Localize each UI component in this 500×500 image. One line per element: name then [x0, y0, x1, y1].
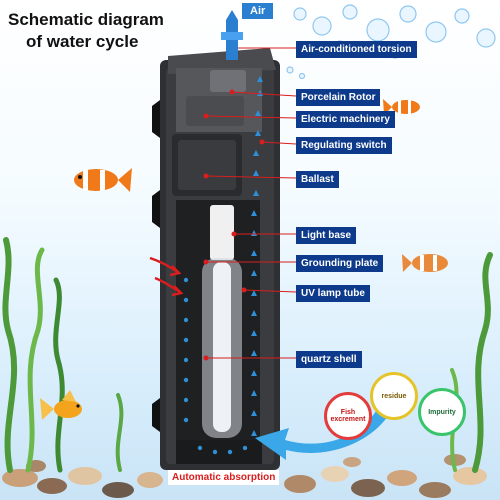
- automatic-absorption-label: Automatic absorption: [168, 470, 280, 485]
- ballast-label: Ballast: [296, 171, 339, 188]
- fish-excrement-circle: Fish excrement: [324, 392, 372, 440]
- uv-lamp-label: UV lamp tube: [296, 285, 370, 302]
- light-base-label: Light base: [296, 227, 357, 244]
- residue-text: residue: [381, 392, 407, 400]
- air-torsion-label: Air-conditioned torsion: [296, 41, 417, 58]
- air-label: Air: [242, 3, 274, 19]
- impurity-circle: Impurity: [418, 388, 466, 436]
- pebble-bed: [2, 454, 487, 498]
- fish-excrement-text: Fish excrement: [330, 409, 366, 423]
- suction-arrow: [255, 405, 392, 460]
- water-flow-arrows: [183, 76, 263, 455]
- switch-label: Regulating switch: [296, 137, 392, 154]
- bubbles: [254, 4, 496, 80]
- residue-circle: residue: [370, 372, 418, 420]
- grounding-label: Grounding plate: [296, 255, 384, 272]
- goldfish: [40, 390, 82, 420]
- impurity-text: Impurity: [428, 408, 456, 416]
- filter-body: [152, 48, 280, 470]
- rotor-label: Porcelain Rotor: [296, 89, 381, 106]
- clownfish-left: [74, 168, 132, 192]
- title-line-2: of water cycle: [26, 32, 139, 51]
- inlet-arrows: [149, 256, 184, 297]
- quartz-label: quartz shell: [296, 351, 362, 368]
- clownfish-middle-right: [402, 254, 448, 272]
- title-line-1: Schematic diagram: [8, 10, 164, 29]
- machinery-label: Electric machinery: [296, 111, 395, 128]
- leader-lines: [203, 47, 297, 361]
- air-tube: [221, 10, 243, 60]
